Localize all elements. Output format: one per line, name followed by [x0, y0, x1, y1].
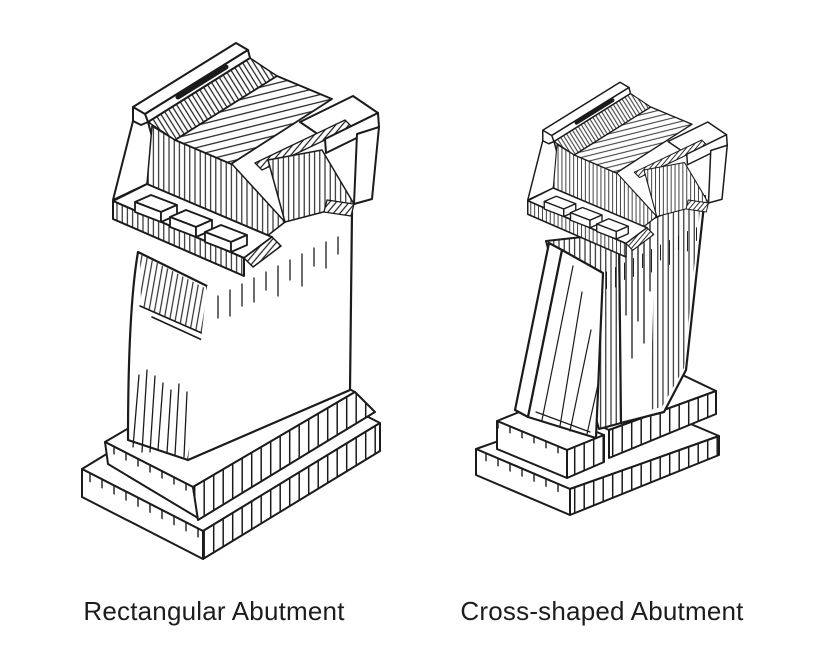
buttress: [513, 241, 605, 440]
wall-right-hatch: [650, 199, 701, 410]
caption-cross-shaped-abutment: Cross-shaped Abutment: [460, 596, 744, 626]
stem: [126, 209, 354, 462]
stem-side-hatch: [140, 254, 212, 337]
rectangular-abutment-drawing: [81, 43, 380, 560]
caption-rectangular-abutment: Rectangular Abutment: [83, 596, 345, 626]
buttress-side-face: [526, 248, 605, 440]
cross-shaped-abutment-drawing: [475, 80, 730, 516]
